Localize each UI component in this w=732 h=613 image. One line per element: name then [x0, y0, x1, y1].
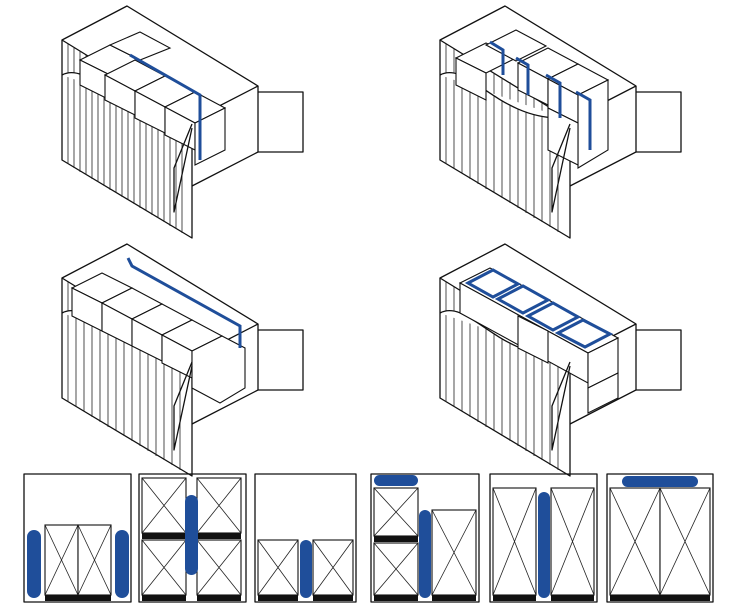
section-1-airbag-left — [27, 530, 41, 598]
cross-section-5 — [489, 473, 598, 603]
cross-section-3 — [254, 473, 357, 603]
container-4 — [439, 243, 682, 477]
container-4-airbag-1 — [464, 268, 522, 299]
container-4-airbag-4 — [554, 318, 614, 349]
container-1-door-right — [258, 91, 304, 153]
container-1-door-left — [173, 123, 193, 213]
cross-section-2 — [138, 473, 247, 603]
container-1-cargo — [78, 31, 227, 166]
container-2-airbag-1 — [489, 40, 505, 75]
section-6-cargo — [609, 487, 711, 601]
section-4-airbag-center — [419, 510, 431, 598]
section-4-cargo — [373, 487, 477, 601]
cross-section-1 — [23, 473, 132, 603]
section-4-airbag-top — [374, 475, 418, 486]
section-6-airbag-top — [622, 476, 698, 487]
container-3-airbag — [126, 257, 242, 348]
section-5-cargo — [492, 487, 595, 601]
section-2-airbag — [185, 495, 198, 575]
section-1-airbag-right — [115, 530, 129, 598]
container-1-airbag — [129, 53, 202, 160]
section-3-airbag — [300, 540, 312, 598]
section-3-cargo — [257, 539, 354, 601]
container-2-airbag-3 — [545, 73, 562, 118]
section-5-airbag — [538, 492, 550, 598]
cross-section-4 — [370, 473, 480, 603]
container-4-airbag-3 — [524, 301, 582, 332]
container-2-airbag-2 — [515, 56, 530, 95]
container-4-airbag-2 — [494, 284, 552, 315]
container-1 — [61, 5, 304, 239]
container-3 — [61, 243, 304, 477]
container-3-cargo — [70, 272, 246, 404]
container-2 — [439, 5, 682, 239]
section-1-cargo — [44, 524, 112, 601]
container-2-cargo — [454, 29, 610, 169]
cross-section-6 — [606, 473, 714, 603]
container-2-airbag-4 — [575, 90, 592, 150]
